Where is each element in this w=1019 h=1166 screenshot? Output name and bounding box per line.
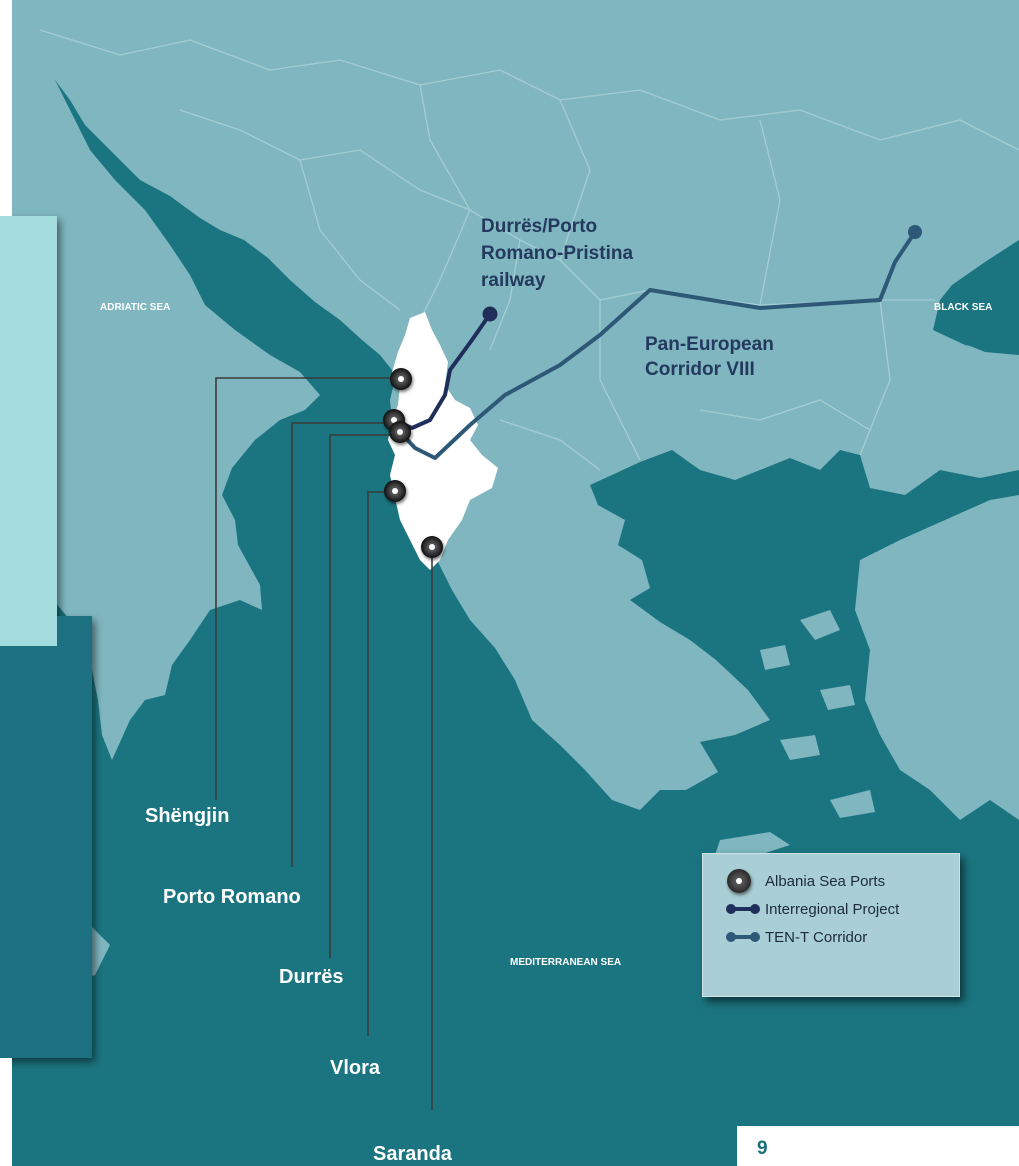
- anatolia-landmass: [855, 495, 1019, 820]
- black-sea: [940, 255, 1019, 355]
- railway-line: [396, 312, 492, 430]
- albania: [388, 312, 498, 570]
- port-label-durres: Durrës: [279, 966, 343, 988]
- balkan-landmass: [30, 0, 1019, 810]
- railway-label-line-2: Romano-Pristina: [481, 243, 633, 264]
- legend: Albania Sea Ports Interregional Project …: [702, 853, 960, 997]
- port-marker-vlora[interactable]: [384, 480, 406, 502]
- legend-label-interregional: Interregional Project: [765, 900, 900, 918]
- legend-label-ten-t: TEN-T Corridor: [765, 928, 868, 946]
- railway-label-line-3: railway: [481, 270, 546, 291]
- panel-dark: [0, 616, 92, 1058]
- page-left-margin-bottom: [0, 1058, 12, 1166]
- sea-label-black: BLACK SEA: [934, 302, 992, 313]
- corridor-label-line-2: Corridor VIII: [645, 359, 755, 380]
- port-label-vlora: Vlora: [330, 1057, 381, 1079]
- port-label-saranda: Saranda: [373, 1143, 453, 1165]
- port-marker-icon: [725, 869, 765, 893]
- railway-endpoint: [482, 306, 498, 322]
- port-marker-saranda[interactable]: [421, 536, 443, 558]
- corridor-line-icon: [725, 925, 765, 949]
- corridor-viii-endpoint: [908, 225, 922, 239]
- port-label-porto-romano: Porto Romano: [163, 886, 301, 908]
- corridor-label-line-1: Pan-European: [645, 334, 774, 355]
- sea-label-mediterranean: MEDITERRANEAN SEA: [510, 957, 621, 968]
- legend-item-interregional: Interregional Project: [725, 896, 959, 922]
- aegean-islands: [680, 610, 930, 858]
- page-number: 9: [757, 1138, 768, 1159]
- legend-item-ten-t: TEN-T Corridor: [725, 924, 959, 950]
- route-line-icon: [725, 897, 765, 921]
- sea-label-adriatic: ADRIATIC SEA: [100, 302, 170, 313]
- italy-landmass: [10, 0, 320, 760]
- panel-light-overlay: [0, 216, 57, 646]
- legend-label-sea-ports: Albania Sea Ports: [765, 872, 886, 890]
- port-marker-shengjin[interactable]: [390, 368, 412, 390]
- railway-label-line-1: Durrës/Porto: [481, 216, 597, 237]
- corridor-viii-line: [398, 230, 917, 460]
- port-label-shengjin: Shëngjin: [145, 805, 229, 827]
- page-left-margin-lower: [0, 0, 12, 216]
- port-marker-durres[interactable]: [389, 421, 411, 443]
- port-leader-lines: [215, 377, 433, 1110]
- legend-item-sea-ports: Albania Sea Ports: [725, 868, 959, 894]
- page-number-box: 9: [737, 1126, 1019, 1166]
